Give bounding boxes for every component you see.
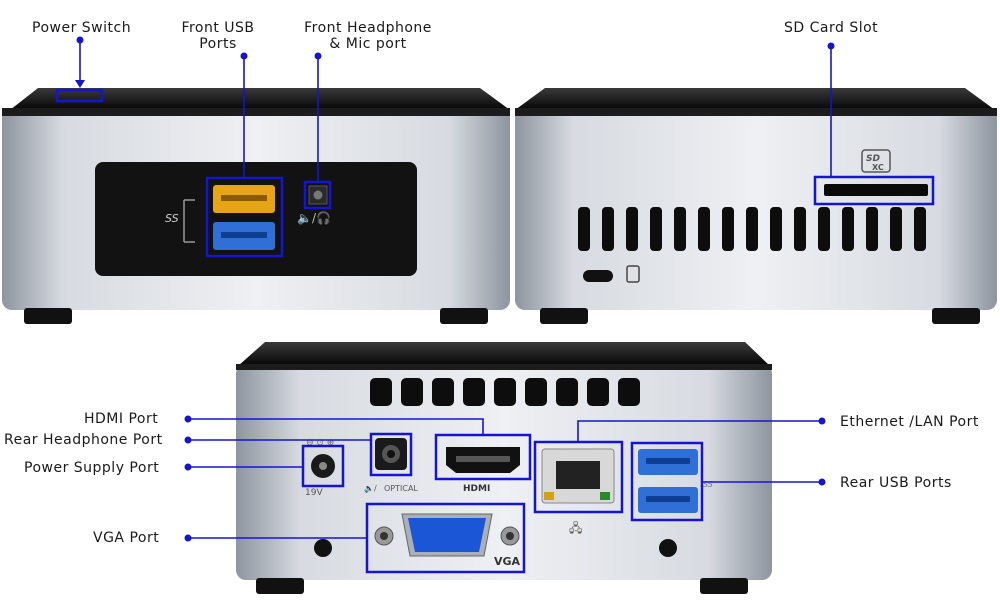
- back-view: ⊖ ⊙ ⊕ 19V 🔈/ OPTICAL HDMI 🖧 SS VGA: [236, 342, 772, 594]
- vga-port: [408, 518, 486, 552]
- label-front-headphone-line1: Front Headphone: [304, 20, 432, 36]
- sd-logo-bottom: XC: [872, 163, 884, 172]
- highlight-sd-card: [813, 175, 935, 206]
- label-rear-usb: Rear USB Ports: [840, 475, 952, 491]
- vga-mark: VGA: [494, 555, 521, 568]
- label-power-switch: Power Switch: [32, 20, 132, 36]
- side-vents: [578, 207, 926, 251]
- usb-ss-mark-front: SS: [165, 212, 179, 225]
- svg-text:⊖ ⊙ ⊕: ⊖ ⊙ ⊕: [306, 438, 334, 448]
- network-icon: 🖧: [569, 521, 582, 535]
- svg-text:🔈/: 🔈/: [364, 484, 377, 493]
- highlight-rear-headphone: [369, 432, 413, 477]
- label-front-headphone: Front Headphone & Mic port: [298, 20, 438, 52]
- highlight-power-switch: [55, 88, 104, 103]
- rear-vents: [370, 378, 640, 406]
- sd-card-slot: [824, 184, 928, 196]
- label-power-supply: Power Supply Port: [24, 460, 160, 476]
- front-panel: [95, 162, 417, 276]
- side-view: SD XC: [515, 88, 997, 324]
- front-view: SS 🔈/🎧: [2, 88, 510, 324]
- sd-logo-top: SD: [866, 154, 880, 164]
- label-hdmi: HDMI Port: [84, 411, 159, 427]
- label-sd-card: SD Card Slot: [784, 20, 879, 36]
- label-front-headphone-line2: & Mic port: [329, 36, 407, 52]
- speaker-headset-icon: 🔈/🎧: [297, 211, 331, 225]
- leader-lines: [75, 36, 835, 542]
- label-rear-headphone: Rear Headphone Port: [4, 432, 163, 448]
- kensington-lock-slot: [583, 270, 613, 282]
- hdmi-logo: HDMI: [463, 484, 490, 494]
- label-front-usb-line2: Ports: [199, 36, 237, 52]
- label-ethernet: Ethernet /LAN Port: [840, 414, 979, 430]
- lock-icon: [626, 265, 640, 283]
- optical-mark: OPTICAL: [384, 484, 418, 493]
- usb-ss-mark-rear: SS: [703, 480, 713, 489]
- highlight-power-supply: [301, 444, 345, 488]
- voltage-mark: 19V: [305, 488, 323, 498]
- front-headphone-jack: [313, 190, 323, 200]
- label-front-usb: Front USB Ports: [176, 20, 260, 52]
- label-vga: VGA Port: [93, 530, 160, 546]
- label-front-usb-line1: Front USB: [181, 20, 255, 36]
